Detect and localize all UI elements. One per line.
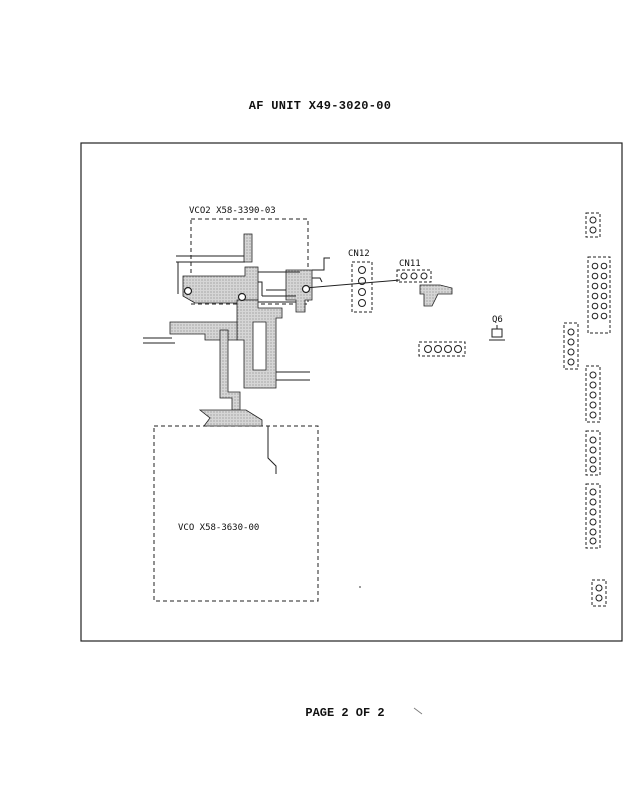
header-4pin (418, 341, 466, 357)
vco-outline (153, 425, 319, 602)
right-edge-connectors (563, 212, 611, 607)
signal-lines (143, 255, 401, 474)
copper-traces (169, 233, 453, 427)
page-title: AF UNIT X49-3020-00 (248, 99, 392, 113)
cn11-label: CN11 (399, 259, 421, 269)
vias (183, 284, 311, 302)
vco-label: VCO X58-3630-00 (178, 523, 259, 533)
q6-label: Q6 (492, 315, 503, 325)
q6-transistor: Q6 (489, 315, 505, 341)
cn12-label: CN12 (348, 249, 370, 259)
cn11-connector: CN11 (396, 259, 432, 283)
vco2-label: VCO2 X58-3390-03 (189, 206, 276, 216)
page-footer: PAGE 2 OF 2 (305, 706, 385, 720)
cn12-connector: CN12 (348, 249, 373, 313)
stray-dot (359, 586, 361, 588)
board-outline (80, 142, 623, 642)
stray-mark (413, 707, 423, 715)
